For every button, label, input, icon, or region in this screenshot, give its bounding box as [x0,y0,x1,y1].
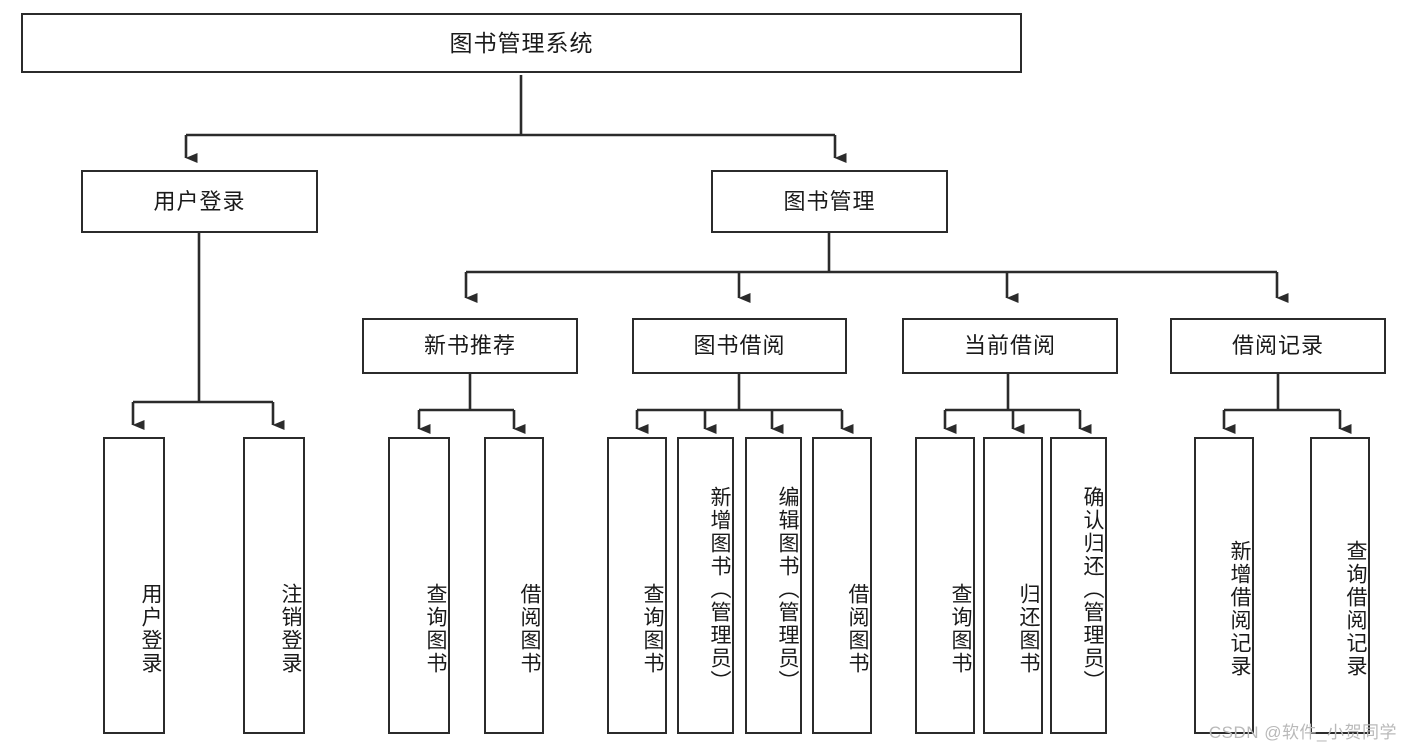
leaf-add-book-admin[interactable]: 新增图书（管理员） [677,437,734,734]
node-new-book-recommend[interactable]: 新书推荐 [362,318,578,374]
leaf-borrow-book-borrow[interactable]: 借阅图书 [812,437,872,734]
leaf-query-borrow-record[interactable]: 查询借阅记录 [1310,437,1370,734]
node-book-management[interactable]: 图书管理 [711,170,948,233]
leaf-query-book-current[interactable]: 查询图书 [915,437,975,734]
leaf-return-book[interactable]: 归还图书 [983,437,1043,734]
node-root-book-management-system[interactable]: 图书管理系统 [21,13,1022,73]
leaf-borrow-book-recommend[interactable]: 借阅图书 [484,437,544,734]
node-current-borrow[interactable]: 当前借阅 [902,318,1118,374]
node-book-borrow[interactable]: 图书借阅 [632,318,847,374]
leaf-add-borrow-record[interactable]: 新增借阅记录 [1194,437,1254,734]
leaf-query-book-borrow[interactable]: 查询图书 [607,437,667,734]
node-borrow-record[interactable]: 借阅记录 [1170,318,1386,374]
leaf-edit-book-admin[interactable]: 编辑图书（管理员） [745,437,802,734]
leaf-logout-login[interactable]: 注销登录 [243,437,305,734]
csdn-watermark: CSDN @软件_小贺同学 [1208,723,1397,742]
node-user-login[interactable]: 用户登录 [81,170,318,233]
leaf-user-login[interactable]: 用户登录 [103,437,165,734]
leaf-query-book-recommend[interactable]: 查询图书 [388,437,450,734]
leaf-confirm-return-admin[interactable]: 确认归还（管理员） [1050,437,1107,734]
